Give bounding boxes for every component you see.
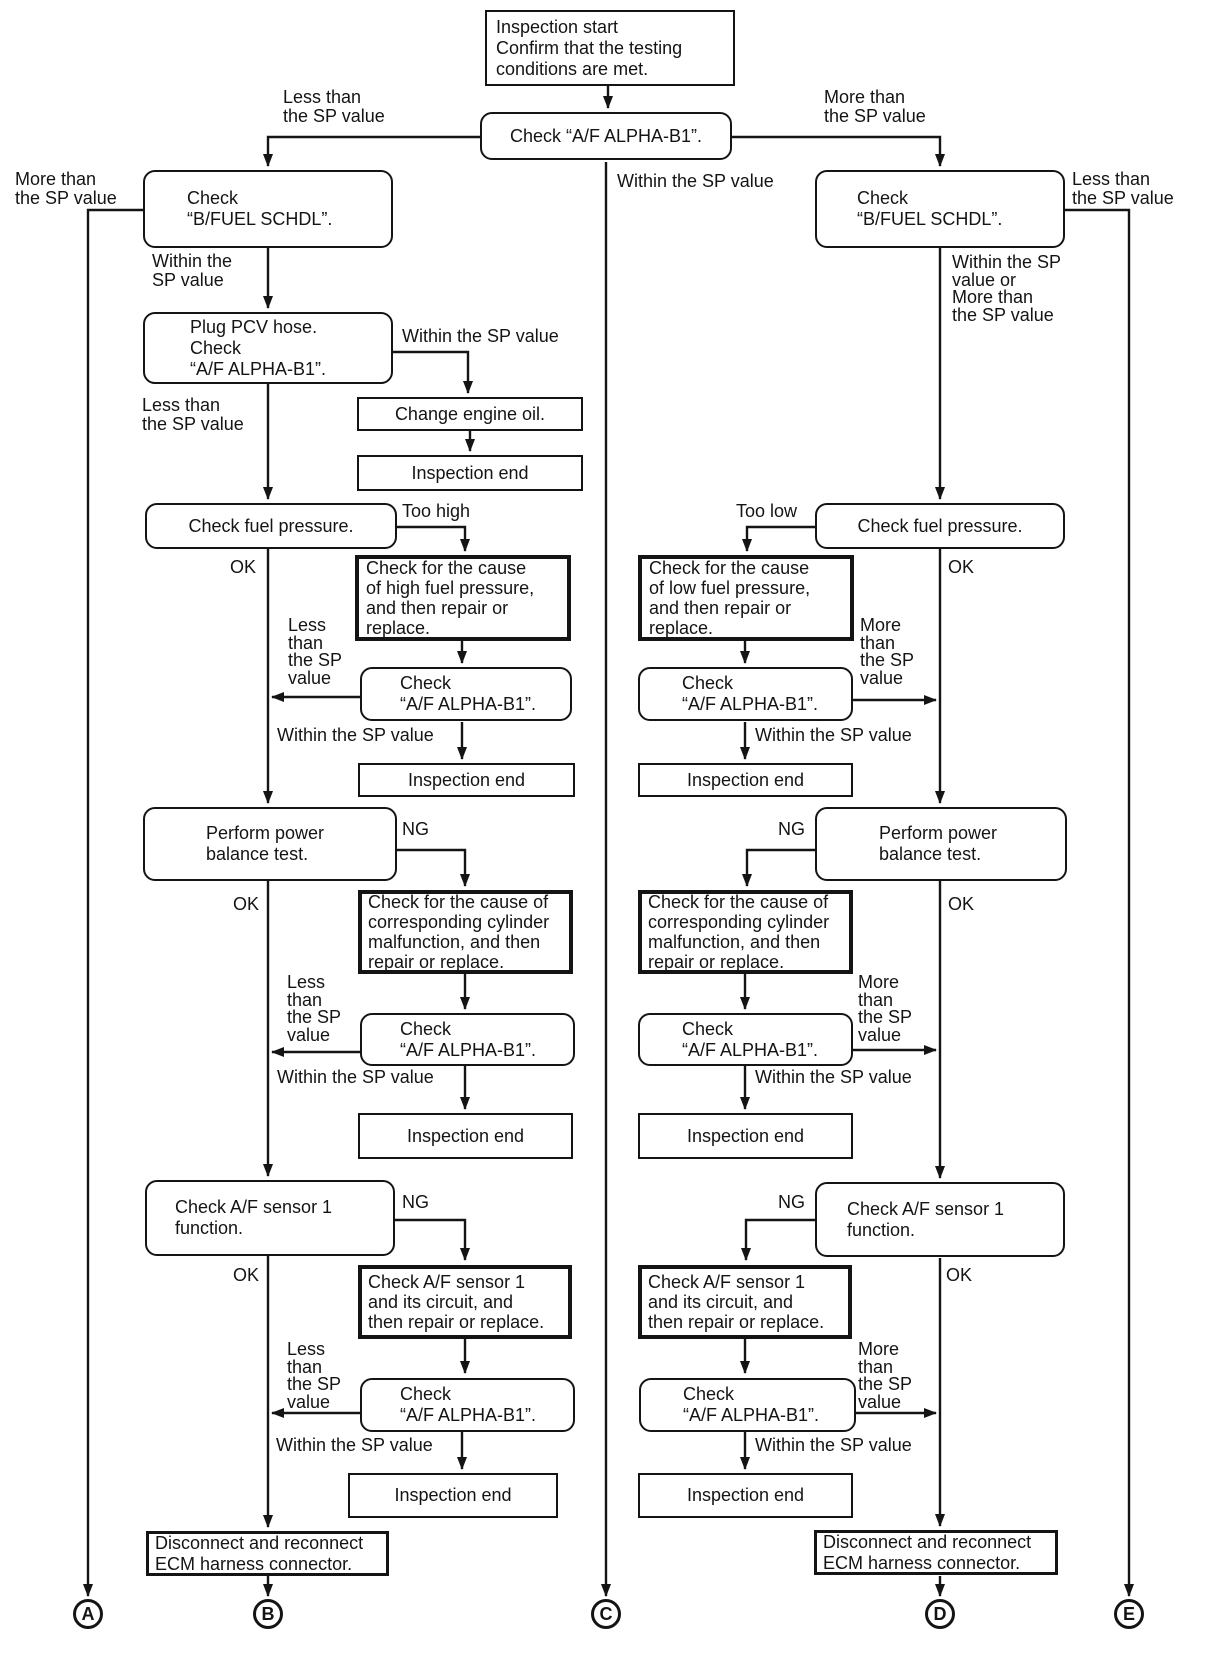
- node-plug-pcv: Plug PCV hose. Check “A/F ALPHA-B1”.: [143, 312, 393, 384]
- edge-label-more-stack-1: More than the SP value: [860, 615, 915, 688]
- node-cause-high-fuel: Check for the cause of high fuel pressur…: [355, 555, 571, 641]
- edge-label-less-than-left: Less than the SP value: [142, 395, 244, 434]
- edge-label-ok-1-right: OK: [948, 557, 975, 577]
- edge-label-within-3-left: Within the SP value: [276, 1435, 433, 1455]
- edge-label-within-2-left: Within the SP value: [277, 1067, 434, 1087]
- node-check-af-alpha-l1: Check “A/F ALPHA-B1”.: [360, 667, 572, 721]
- edge-label-ok-2-left: OK: [233, 894, 260, 914]
- node-cause-cylinder-right: Check for the cause of corresponding cyl…: [638, 890, 853, 974]
- edge-label-within-sp-2line: Within the SP value: [152, 251, 233, 290]
- edge-label-within-pcv: Within the SP value: [402, 326, 559, 346]
- edge-label-within-3-right: Within the SP value: [755, 1435, 912, 1455]
- edge-label-within-or-more: Within the SP value or More than the SP …: [952, 252, 1062, 325]
- edge-label-within-center: Within the SP value: [617, 171, 774, 191]
- node-check-af-alpha-r1: Check “A/F ALPHA-B1”.: [638, 667, 853, 721]
- edge-label-too-high: Too high: [402, 501, 471, 521]
- node-power-balance-right: Perform power balance test.: [815, 807, 1067, 881]
- node-check-sensor-right: Check A/F sensor 1 function.: [815, 1182, 1065, 1257]
- edge-label-within-1-left: Within the SP value: [277, 725, 434, 745]
- edge-label-more-than-top-right: More than the SP value: [824, 87, 926, 126]
- node-power-balance-left: Perform power balance test.: [143, 807, 397, 881]
- connector-a: A: [73, 1599, 103, 1629]
- node-inspection-end-4-left: Inspection end: [348, 1473, 558, 1518]
- node-inspection-end-2-right: Inspection end: [638, 763, 853, 797]
- connector-b-letter: B: [261, 1603, 275, 1624]
- node-inspection-end-3-right: Inspection end: [638, 1113, 853, 1159]
- edge-label-ng-2-left: NG: [402, 1192, 429, 1212]
- connector-d: D: [925, 1599, 955, 1629]
- edge-label-within-1-right: Within the SP value: [755, 725, 912, 745]
- edge-label-less-than-far-right: Less than the SP value: [1072, 169, 1174, 208]
- node-sensor-circuit-right: Check A/F sensor 1 and its circuit, and …: [638, 1265, 852, 1339]
- edge-label-less-stack-3: Less than the SP value: [287, 1339, 342, 1412]
- edge-label-within-2-right: Within the SP value: [755, 1067, 912, 1087]
- edge-label-ok-3-right: OK: [946, 1265, 973, 1285]
- connector-e-letter: E: [1122, 1603, 1135, 1624]
- connector-e: E: [1114, 1599, 1144, 1629]
- node-cause-cylinder-left: Check for the cause of corresponding cyl…: [358, 890, 573, 974]
- edge-label-less-stack-1: Less than the SP value: [288, 615, 343, 688]
- node-check-sensor-left: Check A/F sensor 1 function.: [145, 1180, 395, 1256]
- edge-label-ng-1-right: NG: [778, 819, 805, 839]
- node-cause-low-fuel: Check for the cause of low fuel pressure…: [638, 555, 854, 641]
- connector-c: C: [591, 1599, 621, 1629]
- edge-label-more-stack-3: More than the SP value: [858, 1339, 913, 1412]
- node-check-bfuel-right: Check “B/FUEL SCHDL”.: [815, 170, 1065, 248]
- node-change-engine-oil: Change engine oil.: [357, 397, 583, 431]
- node-disconnect-ecm-left: Disconnect and reconnect ECM harness con…: [146, 1531, 389, 1576]
- edge-label-more-stack-2: More than the SP value: [858, 972, 913, 1045]
- node-check-bfuel-left: Check “B/FUEL SCHDL”.: [143, 170, 393, 248]
- node-check-af-alpha-r3: Check “A/F ALPHA-B1”.: [639, 1378, 856, 1432]
- connector-d-letter: D: [933, 1603, 947, 1624]
- edge-label-ng-1-left: NG: [402, 819, 429, 839]
- edge-label-ok-1-left: OK: [230, 557, 257, 577]
- edge-label-more-than-far-left: More than the SP value: [15, 169, 117, 208]
- node-check-af-alpha-r2: Check “A/F ALPHA-B1”.: [638, 1013, 853, 1066]
- node-inspection-end-2-left: Inspection end: [358, 763, 575, 797]
- node-sensor-circuit-left: Check A/F sensor 1 and its circuit, and …: [358, 1265, 572, 1339]
- node-check-fuel-pressure-right: Check fuel pressure.: [815, 503, 1065, 549]
- connector-c-letter: C: [599, 1603, 613, 1624]
- node-inspection-end-1: Inspection end: [357, 455, 583, 491]
- edge-label-ok-3-left: OK: [233, 1265, 260, 1285]
- node-check-af-alpha-l2: Check “A/F ALPHA-B1”.: [360, 1013, 575, 1066]
- edge-label-less-stack-2: Less than the SP value: [287, 972, 342, 1045]
- node-check-af-alpha-l3: Check “A/F ALPHA-B1”.: [360, 1378, 575, 1432]
- connector-a-letter: A: [81, 1603, 95, 1624]
- edge-label-too-low: Too low: [736, 501, 798, 521]
- node-disconnect-ecm-right: Disconnect and reconnect ECM harness con…: [814, 1530, 1058, 1575]
- connector-b: B: [253, 1599, 283, 1629]
- edge-label-ng-2-right: NG: [778, 1192, 805, 1212]
- node-inspection-start: Inspection start Confirm that the testin…: [485, 10, 735, 86]
- edge-label-ok-2-right: OK: [948, 894, 975, 914]
- edge-label-less-than-top-left: Less than the SP value: [283, 87, 385, 126]
- node-inspection-end-3-left: Inspection end: [358, 1113, 573, 1159]
- node-inspection-end-4-right: Inspection end: [638, 1473, 853, 1518]
- node-check-af-alpha-top: Check “A/F ALPHA-B1”.: [480, 112, 732, 160]
- node-check-fuel-pressure-left: Check fuel pressure.: [145, 503, 397, 549]
